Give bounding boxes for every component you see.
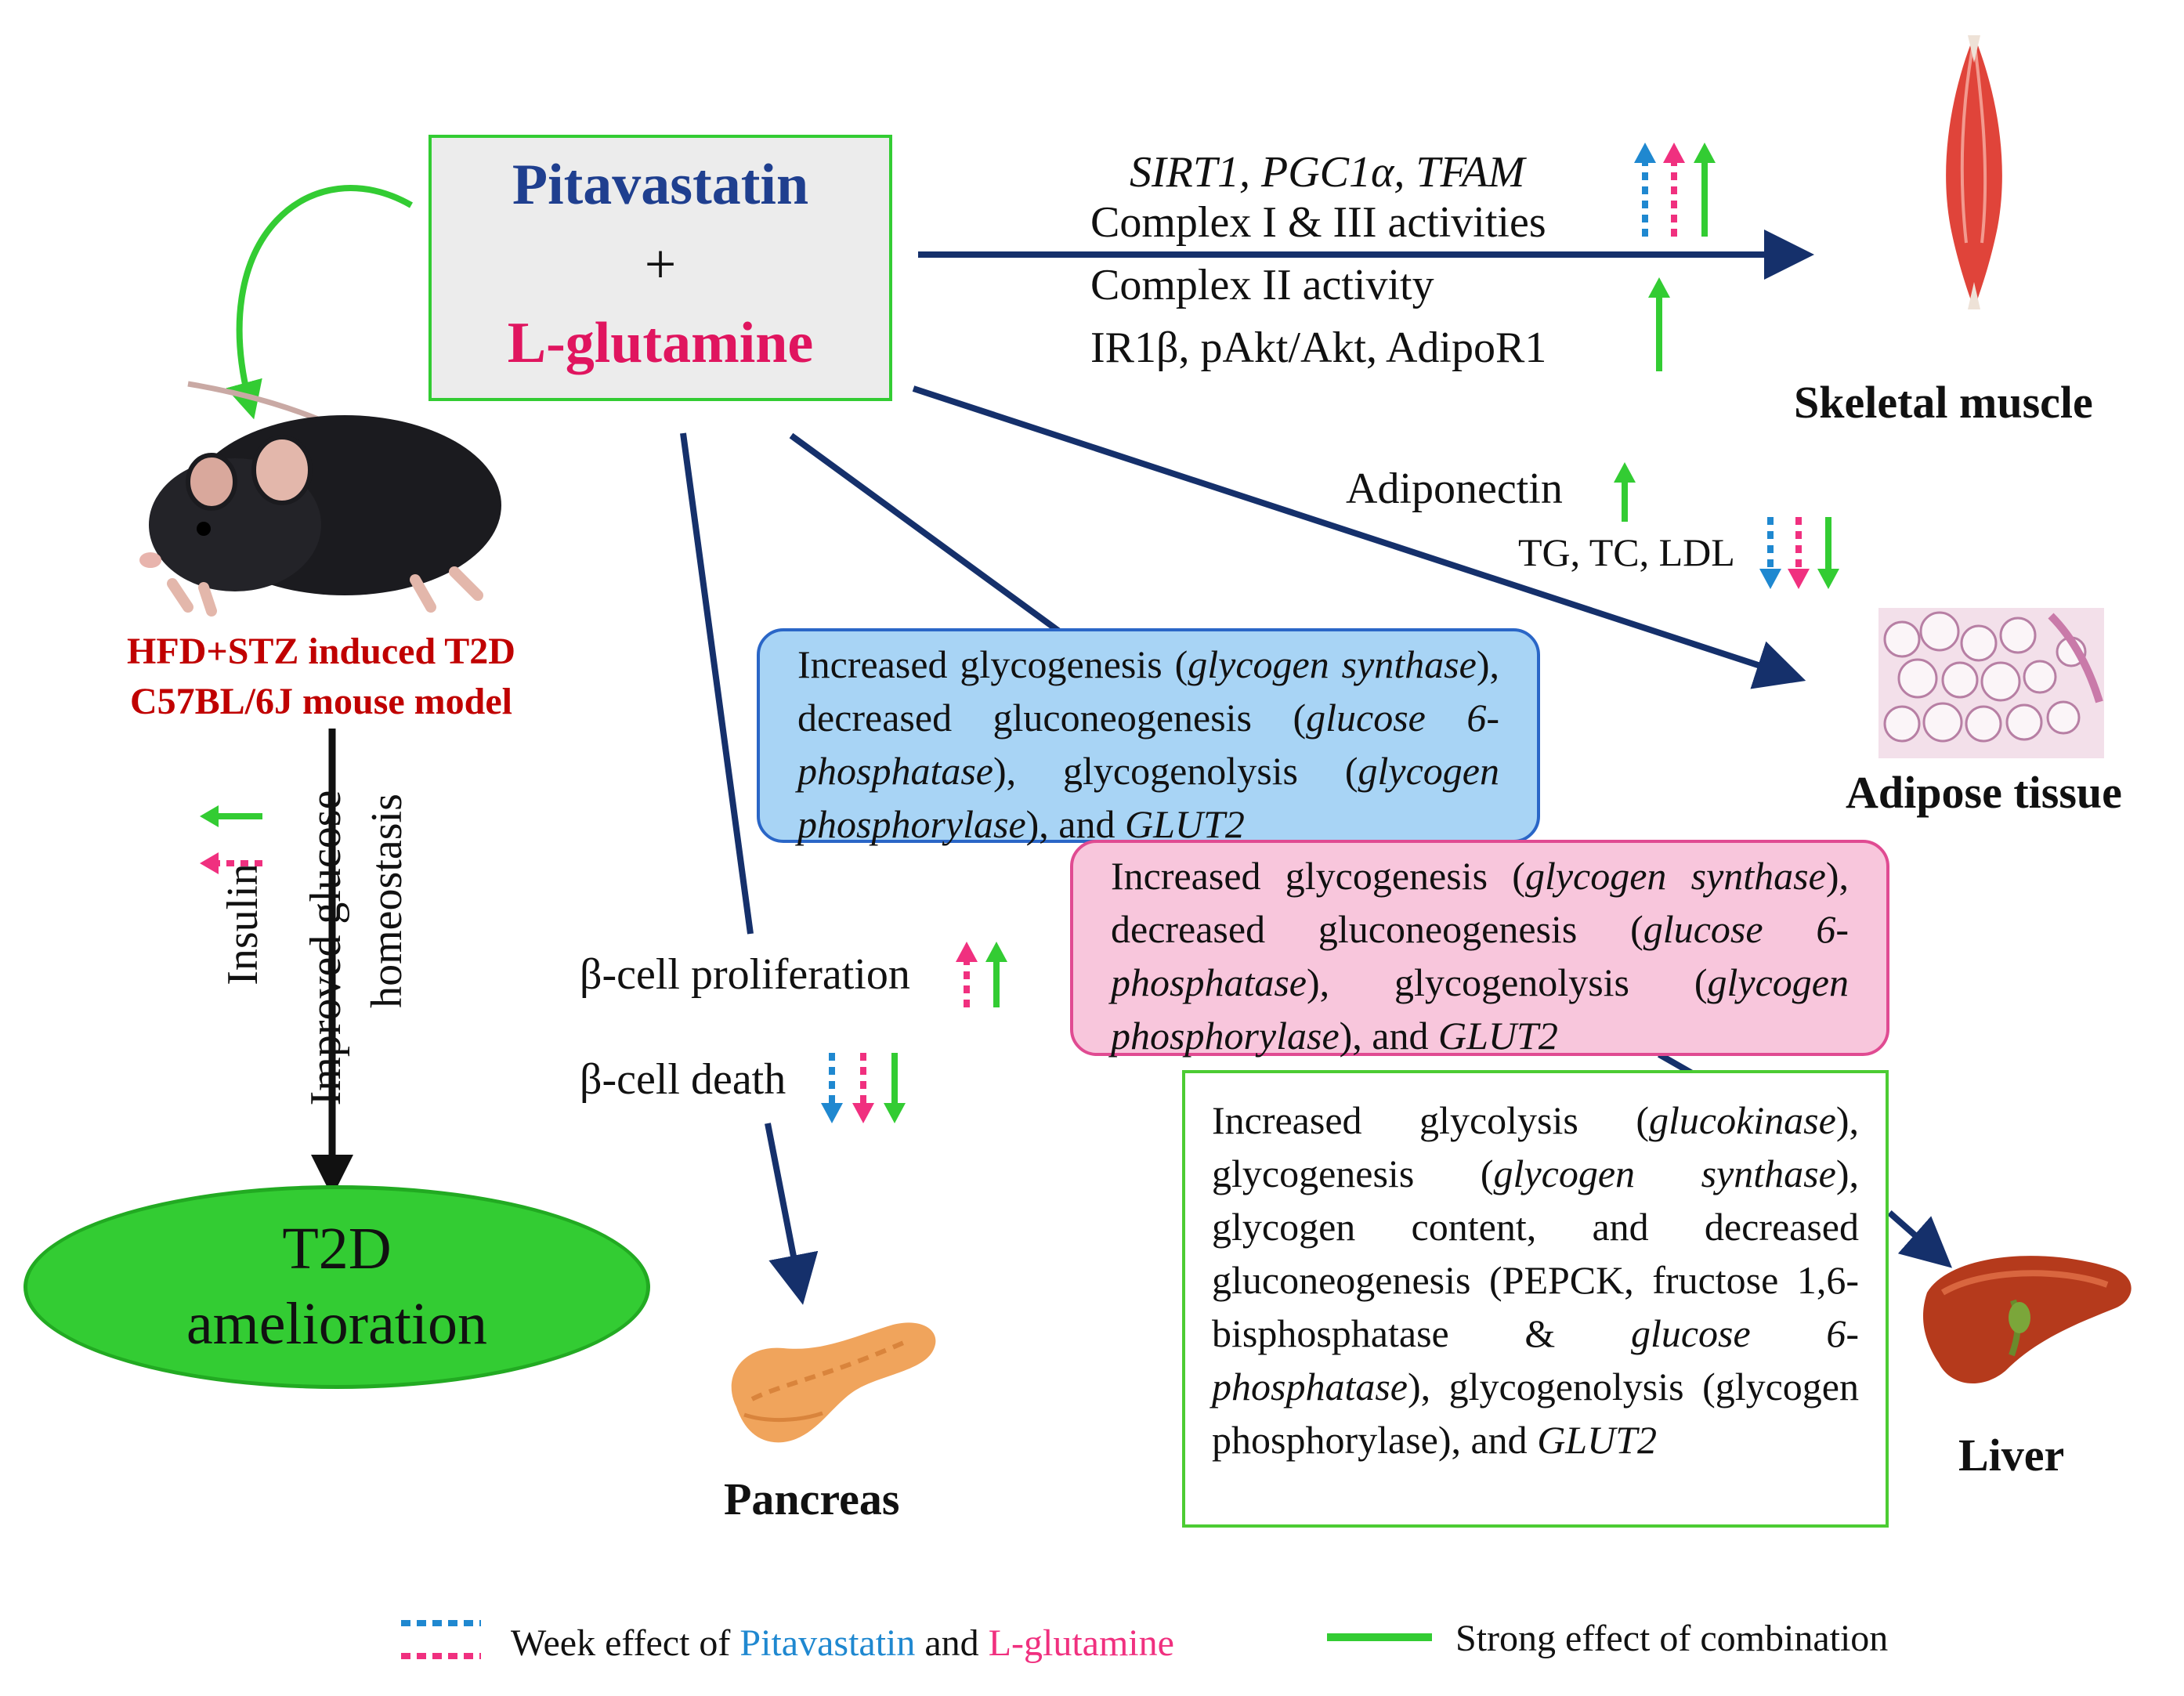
green-box-text-4: ), glycogenolysis (glycogen phosphorylas… <box>1212 1365 1859 1462</box>
skeletal-muscle-icon <box>1946 35 2002 309</box>
beta-cell-death-label: β-cell death <box>580 1055 786 1104</box>
legend-weak-effect: Week effect of Pitavastatin and L-glutam… <box>511 1622 1174 1665</box>
adiponectin-up-arrow <box>1614 462 1636 522</box>
organ-liver: Liver <box>1958 1430 2065 1481</box>
legend-strong-swatch <box>1327 1633 1432 1641</box>
green-box-glut2: GLUT2 <box>1537 1418 1658 1462</box>
adipose-tissue-icon <box>1878 608 2104 758</box>
beta-cell-proliferation-label: β-cell proliferation <box>580 950 910 999</box>
green-box-text-1: Increased glycolysis ( <box>1212 1098 1650 1142</box>
organ-skeletal-muscle: Skeletal muscle <box>1794 377 2093 428</box>
muscle-insulin-pathway: IR1β, pAkt/Akt, AdipoR1 <box>1090 324 1547 372</box>
organ-adipose-tissue: Adipose tissue <box>1846 767 2122 818</box>
drug-combination-box: Pitavastatin + L-glutamine <box>428 135 892 401</box>
legend-strong-effect: Strong effect of combination <box>1455 1618 1889 1659</box>
legend-weak-pitavastatin: Pitavastatin <box>739 1622 916 1664</box>
blue-box-enzyme-2: glucose 6-phosphatase <box>797 696 1499 793</box>
pink-box-text-2: ), decreased gluconeogenesis ( <box>1111 854 1849 951</box>
blue-box-text-2: ), decreased gluconeogenesis ( <box>797 642 1499 740</box>
proliferation-up-arrows <box>956 942 1007 1007</box>
adiponectin-label: Adiponectin <box>1346 465 1563 513</box>
arrow-to-pancreas <box>765 1123 819 1305</box>
drug-pitavastatin: Pitavastatin <box>512 153 809 217</box>
liver-effect-box-combination: Increased glycolysis (glucokinase), glyc… <box>1182 1070 1889 1528</box>
insulin-change-arrows <box>200 805 262 874</box>
blue-box-glut2: GLUT2 <box>1125 802 1245 846</box>
blue-box-text-1: Increased glycogenesis ( <box>797 642 1188 686</box>
organ-pancreas: Pancreas <box>724 1474 900 1524</box>
liver-effect-box-glutamine: Increased glycogenesis (glycogen synthas… <box>1070 840 1889 1058</box>
legend-weak-and: and <box>915 1622 989 1664</box>
mouse-icon <box>139 381 501 617</box>
lipids-label: TG, TC, LDL <box>1518 530 1735 574</box>
muscle-complex-2: Complex II activity <box>1090 261 1434 309</box>
model-line-1: HFD+STZ induced T2D <box>127 631 515 672</box>
pancreas-icon <box>731 1322 936 1443</box>
arrow-to-liver-box <box>789 432 1064 636</box>
pink-box-enzyme-2: glucose 6-phosphatase <box>1111 907 1849 1004</box>
model-line-2: C57BL/6J mouse model <box>129 681 512 722</box>
muscle-genes: SIRT1, PGC1α, TFAM <box>1130 148 1525 197</box>
lipids-down-arrows-triple <box>1759 517 1839 589</box>
green-box-text-3: ), glycogen content, and decreased gluco… <box>1212 1152 1859 1355</box>
muscle-complex-1-3: Complex I & III activities <box>1090 198 1546 247</box>
blue-box-enzyme-3: glycogen phosphorylase <box>797 749 1499 846</box>
homeostasis-label: homeostasis <box>363 794 411 1008</box>
drug-l-glutamine: L-glutamine <box>507 311 814 375</box>
curved-treatment-arrow <box>226 185 413 420</box>
t2d-amelioration-ellipse: T2D amelioration <box>24 1185 650 1389</box>
green-box-text-2: ), glycogenesis ( <box>1212 1098 1859 1195</box>
blue-box-enzyme-1: glycogen synthase <box>1188 642 1477 686</box>
blue-box-text-4: ), and <box>1025 802 1125 846</box>
pink-box-glut2: GLUT2 <box>1438 1014 1558 1058</box>
improved-glucose-label: Improved glucose <box>302 790 350 1106</box>
pink-box-enzyme-3: glycogen phosphorylase <box>1111 960 1849 1058</box>
arrow-to-beta-cell <box>680 432 754 935</box>
legend-weak-swatch <box>401 1620 481 1659</box>
green-box-enzyme-2: glycogen synthase <box>1493 1152 1836 1195</box>
legend-weak-prefix: Week effect of <box>511 1622 740 1664</box>
outcome-line-1: T2D <box>282 1216 392 1282</box>
beta-cell-death-down-arrows <box>821 1053 906 1123</box>
model-label: HFD+STZ induced T2D C57BL/6J mouse model <box>47 627 595 727</box>
green-box-enzyme-3: glucose 6-phosphatase <box>1212 1311 1859 1409</box>
muscle-up-arrows-triple <box>1634 143 1716 237</box>
pink-box-text-3: ), glycogenolysis ( <box>1307 960 1708 1004</box>
arrow-to-liver <box>1887 1210 1952 1268</box>
blue-box-text-3: ), glycogenolysis ( <box>993 749 1358 793</box>
pink-box-enzyme-1: glycogen synthase <box>1524 854 1826 898</box>
pink-box-text-4: ), and <box>1339 1014 1438 1058</box>
pink-box-text-1: Increased glycogenesis ( <box>1111 854 1525 898</box>
outcome-line-2: amelioration <box>186 1291 488 1357</box>
green-box-enzyme-1: glucokinase <box>1649 1098 1836 1142</box>
liver-icon <box>1923 1256 2132 1384</box>
liver-effect-box-pitavastatin: Increased glycogenesis (glycogen synthas… <box>757 628 1540 846</box>
legend-weak-glutamine: L-glutamine <box>988 1622 1174 1664</box>
arrow-to-adipose <box>912 385 1806 689</box>
muscle-up-arrow-combination <box>1648 277 1670 371</box>
drug-plus: + <box>644 233 677 295</box>
